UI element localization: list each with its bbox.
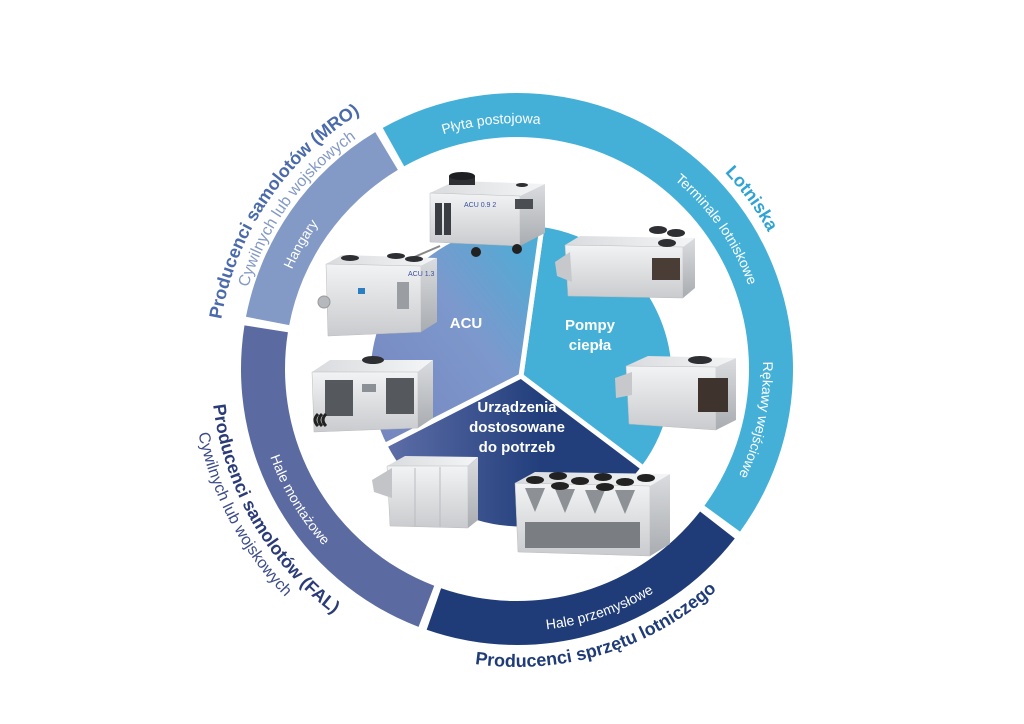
heat-pump-unit-1-image [555,226,695,299]
ring-segment-lotniska[interactable] [382,92,794,532]
acu-trailer-unit-image: ACU 0.9 2 [411,172,545,259]
outer-ring [240,92,794,646]
pie-label-pompy-line2: ciepła [569,337,612,354]
chiller-unit-image [514,472,670,557]
pie-label-urzadzenia-line1: Urządzenia [477,399,557,416]
pie-label-urzadzenia-line2: dostosowane [469,419,565,436]
pie-label-acu: ACU [450,315,483,332]
ring-segment-mro[interactable] [245,132,398,326]
acu-box-unit-image: ACU 1.3 [317,253,437,337]
acu-box-model-label: ACU 1.3 [408,271,435,278]
custom-unit-box-image [372,456,478,529]
pie-label-pompy-line1: Pompy [565,317,616,334]
acu-grille-unit-image [311,356,433,433]
heat-pump-unit-2-image [615,356,736,431]
ring-segment-przemyslowe[interactable] [426,511,735,646]
ring-segment-fal[interactable] [240,325,435,627]
pie-label-urzadzenia-line3: do potrzeb [479,439,556,456]
acu-trailer-model-label: ACU 0.9 2 [464,202,496,209]
